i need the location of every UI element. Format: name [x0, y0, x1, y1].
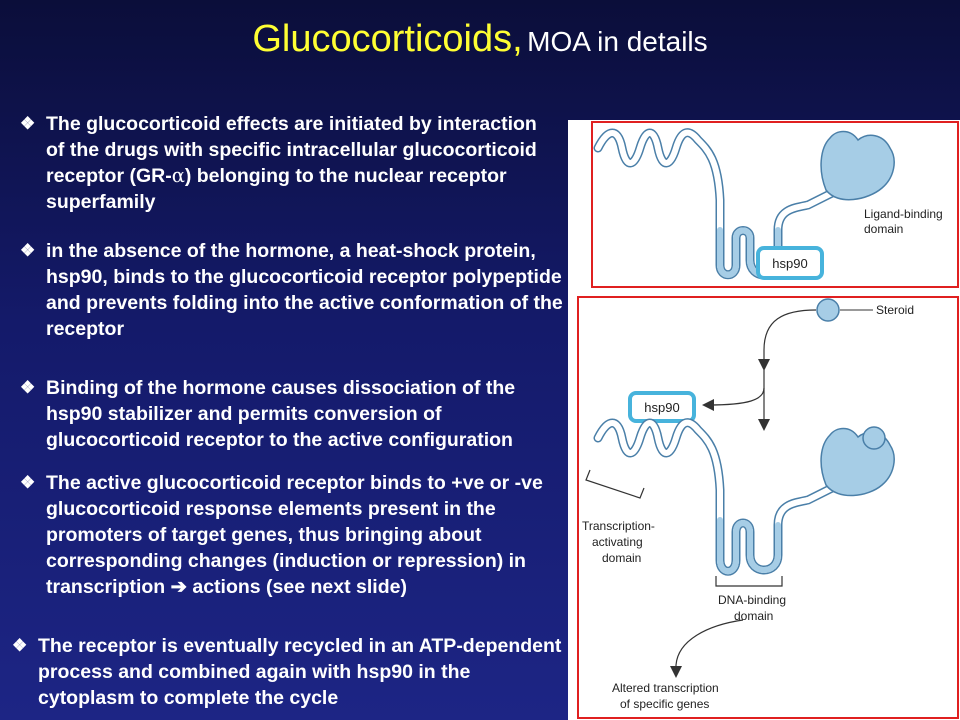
title-sub: MOA in details — [527, 26, 708, 57]
bullet-text: in the absence of the hormone, a heat-sh… — [46, 240, 563, 340]
active-receptor-strand — [593, 418, 843, 576]
bullet-text: The glucocorticoid effects are initiated… — [20, 111, 560, 215]
bullet-receptor-interaction: ❖ The glucocorticoid effects are initiat… — [20, 111, 560, 215]
slide-title: Glucocorticoids, MOA in details — [0, 18, 960, 61]
steroid-molecule-icon — [816, 298, 840, 322]
bullet-hormone-binding: ❖ Binding of the hormone causes dissocia… — [20, 375, 565, 453]
top-panel-frame — [591, 121, 959, 288]
hsp90-released-box — [628, 391, 696, 423]
transcription-label-3: domain — [602, 551, 641, 565]
bullet-text: Binding of the hormone causes dissociati… — [46, 377, 516, 451]
altered-transcription-label-1: Altered transcription — [612, 681, 719, 695]
transcription-arrow — [670, 619, 744, 678]
bound-steroid-icon — [862, 426, 886, 450]
receptor-diagram-svg: Ligand-binding domain hsp90 Steroid hsp9… — [577, 121, 959, 719]
altered-transcription-label-2: of specific genes — [620, 697, 709, 711]
hsp90-release-arrow — [702, 387, 765, 411]
bullet-text: The receptor is eventually recycled in a… — [38, 635, 562, 709]
right-arrow-icon: ➔ — [170, 576, 187, 598]
bullet-text-part: actions (see next slide) — [186, 576, 407, 598]
transcription-label-2: activating — [592, 535, 643, 549]
diamond-bullet-icon: ❖ — [12, 636, 28, 655]
steroid-arrow — [758, 309, 817, 371]
alpha-symbol: α — [171, 164, 185, 187]
diamond-bullet-icon: ❖ — [20, 378, 36, 397]
diamond-bullet-icon: ❖ — [20, 473, 36, 492]
dna-binding-label-2: domain — [734, 609, 773, 623]
title-main: Glucocorticoids, — [252, 18, 523, 60]
diamond-bullet-icon: ❖ — [20, 114, 36, 133]
bullet-text-part: The glucocorticoid effects are initiated… — [46, 113, 537, 187]
transcription-label-1: Transcription- — [582, 519, 655, 533]
hsp90-bound-label: hsp90 — [772, 256, 807, 271]
bullet-text-part: The active glucocorticoid receptor binds… — [46, 472, 543, 598]
dna-binding-bracket — [715, 576, 783, 587]
bullet-active-receptor: ❖ The active glucocorticoid receptor bin… — [20, 470, 565, 600]
receptor-diagram: Ligand-binding domain hsp90 Steroid hsp9… — [568, 120, 960, 720]
ligand-binding-label-1: Ligand-binding — [864, 207, 943, 221]
bullet-hsp90-binding: ❖ in the absence of the hormone, a heat-… — [20, 238, 565, 342]
bullet-receptor-recycled: ❖ The receptor is eventually recycled in… — [12, 633, 567, 711]
dna-binding-label-1: DNA-binding — [718, 593, 786, 607]
diamond-bullet-icon: ❖ — [20, 241, 36, 260]
steroid-label: Steroid — [876, 303, 914, 317]
bottom-panel-frame — [577, 296, 959, 719]
ligand-binding-label-2: domain — [864, 222, 903, 236]
hsp90-bound-box — [756, 246, 824, 280]
hsp90-released-label: hsp90 — [644, 400, 679, 415]
bullet-text-part: ) belonging to the nuclear receptor supe… — [46, 165, 507, 213]
ligand-binding-domain-shape — [820, 130, 895, 201]
transcription-bracket — [585, 469, 645, 499]
bullet-text: The active glucocorticoid receptor binds… — [20, 470, 565, 600]
